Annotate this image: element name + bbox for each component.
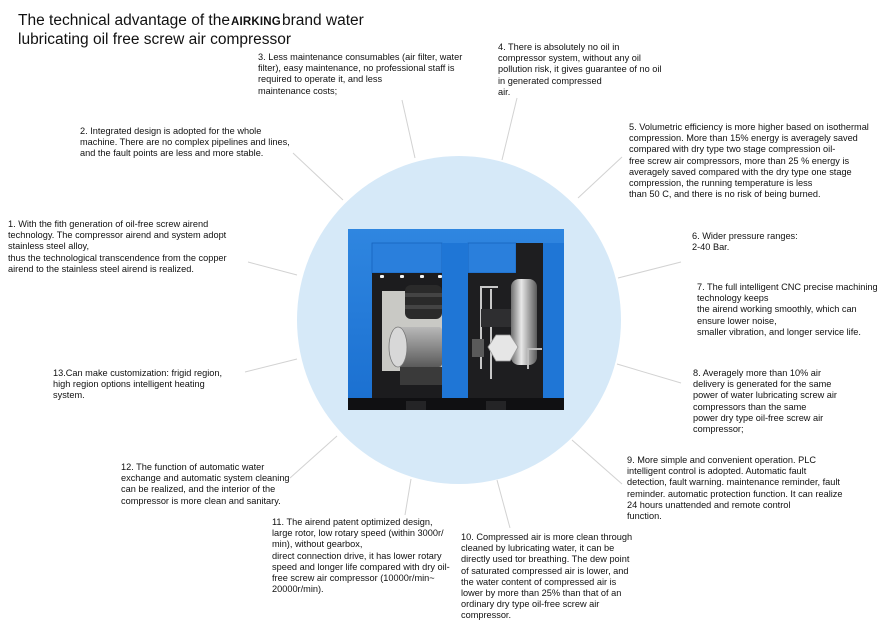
connector-10 <box>496 479 511 529</box>
air-compressor-image <box>348 229 564 410</box>
advantage-note-7: 7. The full intelligent CNC precise mach… <box>697 282 878 337</box>
motor-base <box>400 367 442 385</box>
air-filter <box>405 285 442 319</box>
advantage-note-9: 9. More simple and convenient operation.… <box>627 455 843 522</box>
advantage-note-2: 2. Integrated design is adopted for the … <box>80 126 290 159</box>
connector-13 <box>244 358 298 373</box>
page-title: The technical advantage of theAIRKINGbra… <box>18 12 364 49</box>
connector-8 <box>616 363 682 384</box>
advantage-note-4: 4. There is absolutely no oil in compres… <box>498 42 662 97</box>
center-pillar <box>442 243 468 403</box>
title-line1-prefix: The technical advantage of the <box>18 12 230 29</box>
advantage-note-10: 10. Compressed air is more clean through… <box>461 532 633 621</box>
motor <box>398 327 442 367</box>
connector-5 <box>577 156 623 199</box>
connector-11 <box>404 478 412 516</box>
advantage-note-3: 3. Less maintenance consumables (air fil… <box>258 52 463 96</box>
vent-panel-right <box>467 242 517 274</box>
separator-tank <box>511 279 537 365</box>
connector-12 <box>289 435 338 479</box>
advantage-note-6: 6. Wider pressure ranges: 2-40 Bar. <box>692 231 798 253</box>
advantage-note-13: 13.Can make customization: frigid region… <box>53 368 223 401</box>
cabinet-base <box>348 398 564 410</box>
title-line2: lubricating oil free screw air compresso… <box>18 31 292 48</box>
connector-2 <box>292 152 344 201</box>
advantage-note-12: 12. The function of automatic water exch… <box>121 462 290 506</box>
advantage-note-8: 8. Averagely more than 10% air delivery … <box>693 368 837 435</box>
connector-6 <box>617 261 682 279</box>
advantage-note-1: 1. With the fith generation of oil-free … <box>8 219 227 274</box>
vent-panel-left <box>371 242 443 274</box>
connector-1 <box>247 261 298 276</box>
connector-4 <box>501 97 518 161</box>
connector-9 <box>571 439 623 485</box>
airend <box>487 334 519 362</box>
connector-3 <box>401 99 416 159</box>
brand-name: AIRKING <box>230 16 281 28</box>
title-line1-suffix: brand water <box>281 12 364 29</box>
advantage-note-5: 5. Volumetric efficiency is more higher … <box>629 122 869 200</box>
advantage-note-11: 11. The airend patent optimized design, … <box>272 517 450 595</box>
